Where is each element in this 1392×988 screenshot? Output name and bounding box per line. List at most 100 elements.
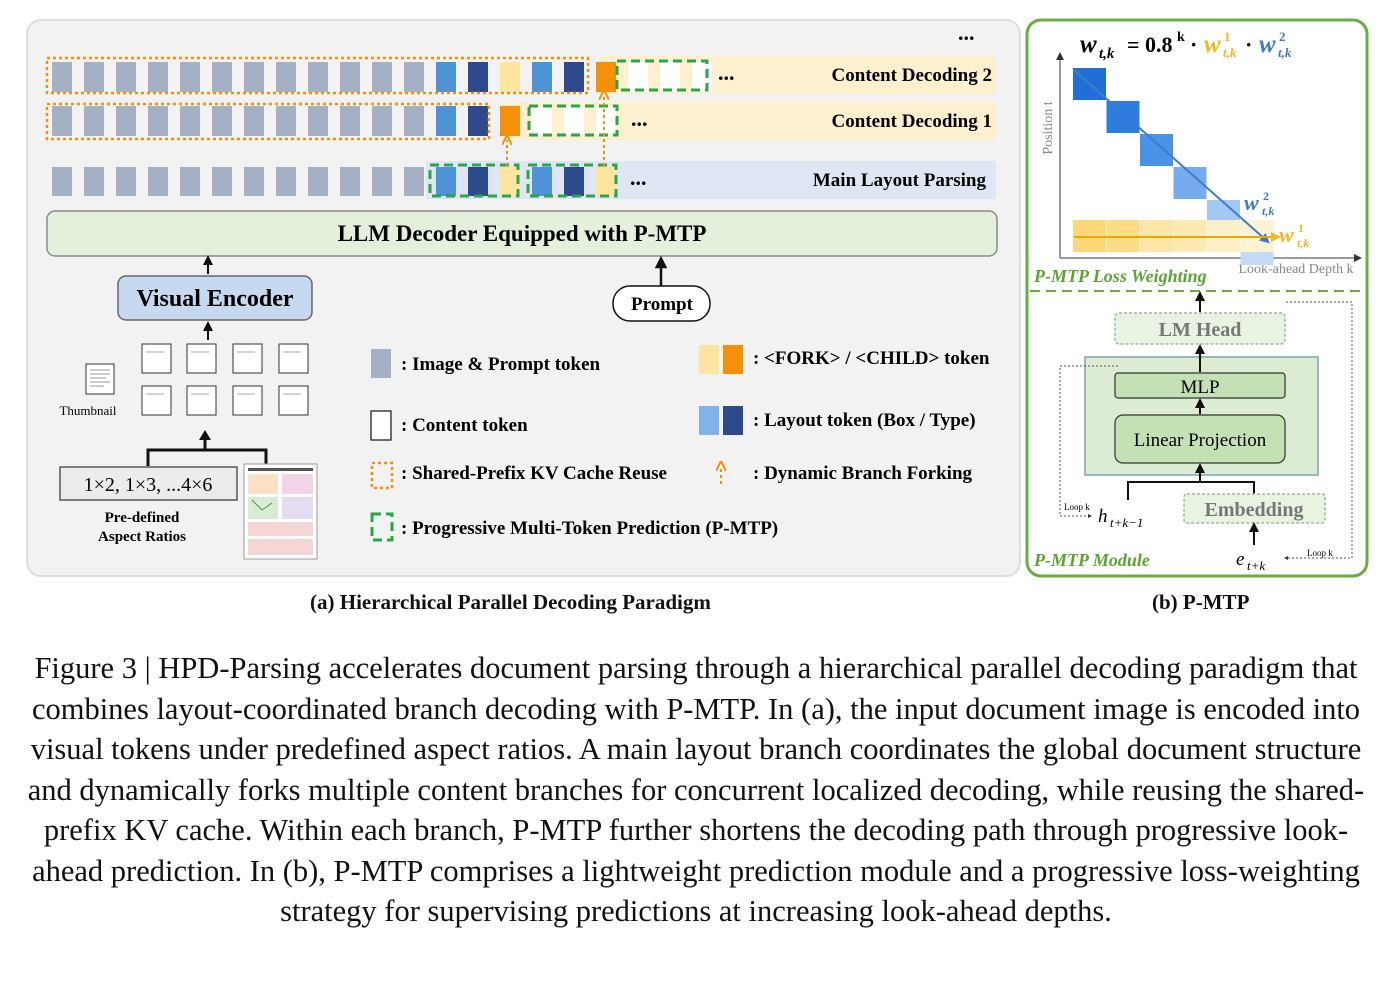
legend-pmtp: : Progressive Multi-Token Prediction (P-… <box>401 518 778 539</box>
image-prompt-token <box>148 167 168 196</box>
image-prompt-token <box>84 62 104 92</box>
svg-text:2: 2 <box>1279 29 1286 44</box>
embedding-label: Embedding <box>1205 499 1304 521</box>
top-ellipsis: ... <box>958 20 975 45</box>
child-token <box>596 62 616 92</box>
legend-child-swatch <box>723 345 743 374</box>
aspect-caption-line2: Aspect Ratios <box>98 529 186 545</box>
image-prompt-token <box>244 106 264 136</box>
image-prompt-token <box>372 106 392 136</box>
pmtp-box-main-2 <box>526 163 618 198</box>
image-prompt-token <box>84 167 104 196</box>
weight-formula: w t,k = 0.8 k · w 1 t,k · w 2 t,k <box>1080 29 1292 62</box>
ratio-connector-arrowhead <box>199 430 211 440</box>
image-prompt-token <box>340 106 360 136</box>
svg-text:t,k: t,k <box>1223 45 1237 60</box>
legend-kv-swatch <box>370 461 394 490</box>
child-token <box>500 106 520 136</box>
legend-content: : Content token <box>401 415 528 436</box>
legend-pmtp-swatch <box>370 512 394 542</box>
svg-text:t+k−1: t+k−1 <box>1110 515 1143 530</box>
kv-cache-box-c2 <box>45 56 590 95</box>
w2-label: w 2 t,k <box>1244 189 1274 218</box>
document-image <box>243 463 318 560</box>
thumbnail-icon <box>85 363 115 395</box>
svg-text:t,k: t,k <box>1278 45 1292 60</box>
layout-box-token <box>436 62 456 92</box>
svg-text:t,k: t,k <box>1099 46 1115 62</box>
image-prompt-token <box>340 167 360 196</box>
embedding-box <box>1183 493 1326 524</box>
legend-layout-type-swatch <box>723 406 743 435</box>
figure-canvas: ... ... ... ... Content Decoding 2 Conte… <box>26 18 1369 578</box>
image-prompt-token <box>308 106 328 136</box>
image-prompt-token <box>116 106 136 136</box>
image-tile <box>278 385 309 416</box>
linear-projection-label: Linear Projection <box>1134 430 1267 451</box>
image-prompt-token <box>308 62 328 92</box>
image-prompt-token <box>212 62 232 92</box>
svg-text:k: k <box>1177 30 1185 45</box>
panel-b-border <box>1025 18 1369 578</box>
legend-kv-cache: : Shared-Prefix KV Cache Reuse <box>401 463 667 484</box>
image-prompt-token <box>180 167 200 196</box>
content2-token-row <box>52 62 712 92</box>
w2-arrow <box>1073 69 1270 244</box>
svg-text:t+k: t+k <box>1247 558 1265 573</box>
image-prompt-token <box>276 106 296 136</box>
pmtp-box-c1 <box>527 104 619 137</box>
image-prompt-token <box>244 62 264 92</box>
image-prompt-token <box>372 62 392 92</box>
image-tile <box>232 343 263 374</box>
subcaption-a: (a) Hierarchical Parallel Decoding Parad… <box>310 590 711 614</box>
image-tile <box>278 343 309 374</box>
image-prompt-token <box>116 62 136 92</box>
layout-box-token <box>532 167 552 196</box>
prompt-label: Prompt <box>631 294 694 315</box>
prompt-box <box>612 285 711 322</box>
legend-layout: : Layout token (Box / Type) <box>753 410 976 431</box>
svg-text:·: · <box>1245 32 1252 57</box>
image-prompt-token <box>148 62 168 92</box>
legend-layout-box-swatch <box>699 406 719 435</box>
content2-label: Content Decoding 2 <box>832 65 992 86</box>
loss-weighting-title: P-MTP Loss Weighting <box>1033 266 1207 286</box>
main-row-bg <box>426 161 996 199</box>
layout-type-token <box>468 62 488 92</box>
loss-x-axis-label: Look-ahead Depth k <box>1238 262 1353 277</box>
figure-caption: Figure 3 | HPD-Parsing accelerates docum… <box>27 651 1365 928</box>
loop-left-label: Loop k <box>1064 502 1090 512</box>
pmtp-box-main-1 <box>428 163 520 198</box>
fork-token <box>500 62 520 92</box>
image-prompt-token <box>404 167 424 196</box>
thumbnail-label: Thumbnail <box>59 403 116 418</box>
svg-text:w: w <box>1244 190 1259 215</box>
image-prompt-token <box>404 106 424 136</box>
llm-decoder-box <box>46 210 998 257</box>
content2-ellipsis: ... <box>718 60 735 85</box>
svg-text:1: 1 <box>1298 221 1304 235</box>
legend-gray-swatch <box>371 349 391 378</box>
lm-head-box <box>1114 312 1286 345</box>
image-tile <box>141 343 172 374</box>
fork-token <box>500 167 520 196</box>
loss-y-axis-label: Position t <box>1041 101 1056 154</box>
pmtp-box-c2 <box>615 59 709 92</box>
content-token <box>596 106 616 136</box>
layout-type-token <box>468 167 488 196</box>
svg-text:e: e <box>1236 549 1244 570</box>
llm-decoder-label: LLM Decoder Equipped with P-MTP <box>338 221 707 246</box>
image-prompt-token <box>404 62 424 92</box>
content-token <box>564 106 584 136</box>
svg-text:2: 2 <box>1263 189 1269 203</box>
image-prompt-token <box>84 106 104 136</box>
svg-text:·: · <box>1190 32 1197 57</box>
content1-ellipsis: ... <box>631 106 648 131</box>
aspect-ratio-box <box>59 466 238 501</box>
svg-text:w: w <box>1259 31 1276 58</box>
w1-label: w 1 t,k <box>1279 221 1309 250</box>
layout-box-token <box>532 62 552 92</box>
aspect-ratio-values: 1×2, 1×3, ...4×6 <box>84 474 213 496</box>
content1-token-row <box>52 106 616 136</box>
image-prompt-token <box>244 167 264 196</box>
